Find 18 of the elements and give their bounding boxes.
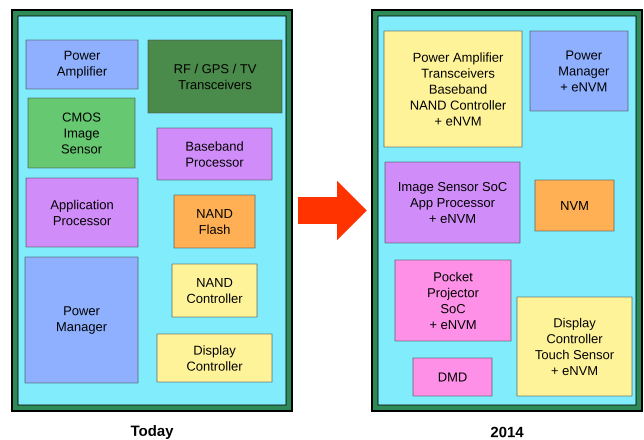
board-label: Today (130, 425, 174, 439)
block-box: RF / GPS / TV Transceivers (148, 40, 282, 114)
block-box: Power Manager (24, 256, 138, 384)
block-box: Image Sensor SoC App Processor + eNVM (384, 162, 520, 244)
block-box: NVM (534, 180, 614, 232)
block-box: Display Controller (156, 334, 272, 382)
block-box: Baseband Processor (156, 128, 272, 180)
block-box: NAND Flash (174, 194, 256, 248)
block-box: Display Controller Touch Sensor + eNVM (516, 296, 632, 396)
block-box: Pocket Projector SoC + eNVM (394, 260, 512, 342)
block-box: Power Amplifier (26, 40, 138, 90)
block-box: Application Processor (26, 178, 138, 248)
block-box: NAND Controller (172, 264, 258, 318)
block-box: Power Manager + eNVM (530, 30, 628, 112)
block-box: DMD (412, 358, 492, 396)
block-box: CMOS Image Sensor (28, 98, 136, 168)
board-label: 2014 (490, 426, 524, 438)
block-box: Power Amplifier Transceivers Baseband NAND Controller + eNVM (384, 30, 522, 148)
